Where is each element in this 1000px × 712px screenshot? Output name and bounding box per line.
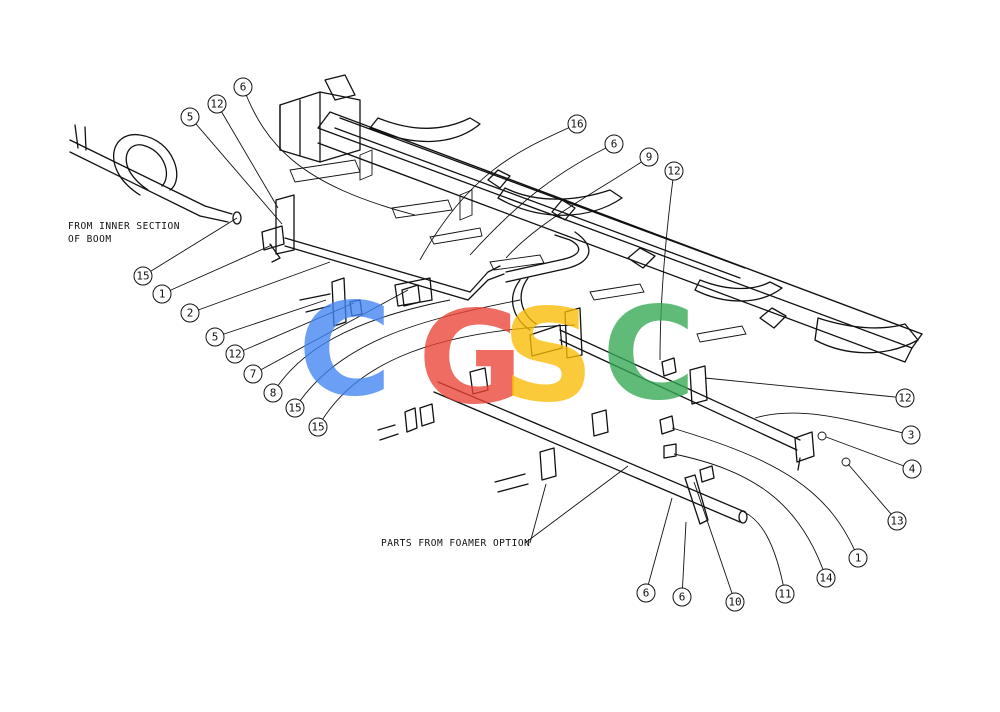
svg-text:5: 5 — [187, 111, 194, 124]
callout-6-c: 6 — [636, 583, 656, 603]
callout-15-c: 15 — [308, 417, 328, 437]
callouts: 12 5 6 16 6 9 12 15 1 2 5 12 7 8 15 15 1… — [133, 77, 922, 612]
callout-15-b: 15 — [285, 398, 305, 418]
svg-text:6: 6 — [611, 138, 618, 151]
svg-text:7: 7 — [250, 368, 257, 381]
svg-text:12: 12 — [210, 98, 223, 111]
boom-frame — [279, 74, 923, 363]
inner-hose — [69, 124, 242, 225]
watermark-letter-4: C — [602, 280, 696, 429]
callout-6-b: 6 — [604, 134, 624, 154]
svg-text:13: 13 — [890, 515, 903, 528]
svg-text:11: 11 — [778, 588, 791, 601]
callout-8: 8 — [263, 383, 283, 403]
svg-text:9: 9 — [646, 151, 653, 164]
callout-4: 4 — [902, 459, 922, 479]
callout-13: 13 — [887, 511, 907, 531]
svg-text:2: 2 — [187, 307, 194, 320]
callout-12-d: 12 — [895, 388, 915, 408]
callout-6-a: 6 — [233, 77, 253, 97]
svg-text:12: 12 — [228, 348, 241, 361]
svg-text:12: 12 — [667, 165, 680, 178]
leader-lines — [142, 86, 913, 603]
svg-text:6: 6 — [643, 587, 650, 600]
watermark-letter-1: C — [298, 276, 392, 425]
svg-text:4: 4 — [909, 463, 916, 476]
svg-text:1: 1 — [159, 288, 166, 301]
notes: FROM INNER SECTION OF BOOM PARTS FROM FO… — [68, 221, 530, 549]
callout-5-b: 5 — [205, 327, 225, 347]
svg-text:3: 3 — [908, 429, 915, 442]
svg-text:1: 1 — [855, 552, 862, 565]
callout-10: 10 — [725, 592, 745, 612]
svg-text:14: 14 — [819, 572, 833, 585]
svg-text:10: 10 — [728, 596, 741, 609]
callout-11: 11 — [775, 584, 795, 604]
svg-text:6: 6 — [679, 591, 686, 604]
callout-6-d: 6 — [672, 587, 692, 607]
note-foamer-option: PARTS FROM FOAMER OPTION — [381, 538, 530, 549]
callout-2: 2 — [180, 303, 200, 323]
callout-5-a: 5 — [180, 107, 200, 127]
svg-text:15: 15 — [136, 270, 149, 283]
svg-text:6: 6 — [240, 81, 247, 94]
plumbing-lines — [261, 194, 851, 525]
note-of-boom: OF BOOM — [68, 234, 112, 245]
callout-16: 16 — [567, 114, 587, 134]
watermark-letter-3: S — [502, 282, 594, 431]
cgsc-watermark: C G S C — [298, 276, 696, 433]
svg-text:15: 15 — [311, 421, 324, 434]
callout-1-b: 1 — [848, 548, 868, 568]
callout-7: 7 — [243, 364, 263, 384]
callout-12-a: 12 — [207, 94, 227, 114]
svg-text:8: 8 — [270, 387, 277, 400]
callout-14: 14 — [816, 568, 836, 588]
callout-9: 9 — [639, 147, 659, 167]
svg-text:5: 5 — [212, 331, 219, 344]
callout-12-b: 12 — [664, 161, 684, 181]
callout-12-c: 12 — [225, 344, 245, 364]
svg-text:16: 16 — [570, 118, 583, 131]
callout-3: 3 — [901, 425, 921, 445]
callout-1-a: 1 — [152, 284, 172, 304]
watermark-letter-2: G — [418, 284, 523, 433]
svg-text:15: 15 — [288, 402, 301, 415]
callout-15-a: 15 — [133, 266, 153, 286]
note-inner-section: FROM INNER SECTION — [68, 221, 180, 232]
svg-text:12: 12 — [898, 392, 911, 405]
